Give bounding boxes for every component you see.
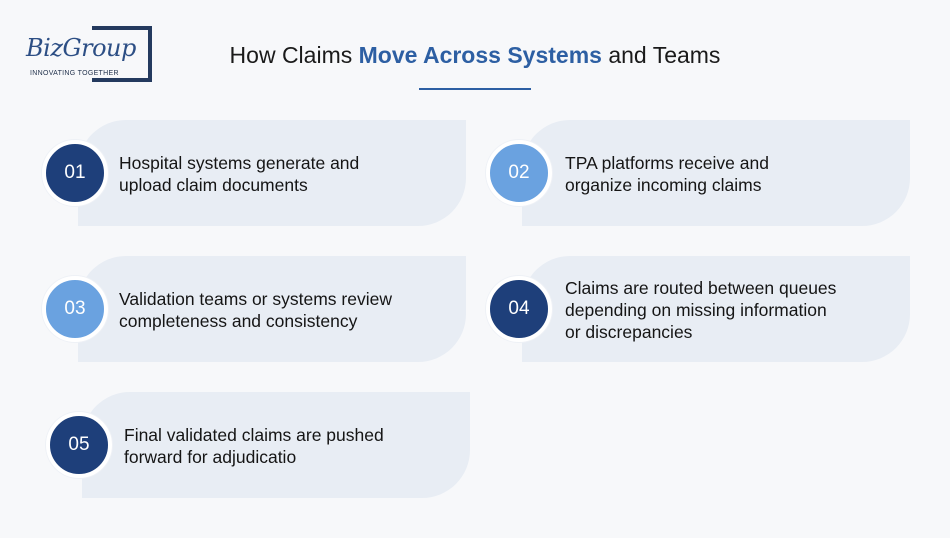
step-number-badge: 01 — [42, 140, 108, 206]
step-text-line: depending on missing information — [565, 300, 827, 320]
step-number-badge: 05 — [46, 412, 112, 478]
title-underline — [419, 88, 531, 90]
title-prefix: How Claims — [229, 42, 359, 68]
step-card-03 — [78, 256, 466, 362]
step-card-04 — [522, 256, 910, 362]
step-text-line: or discrepancies — [565, 322, 693, 342]
step-text: Claims are routed between queues dependi… — [565, 277, 836, 343]
step-text-line: TPA platforms receive and — [565, 153, 769, 173]
step-text-line: organize incoming claims — [565, 175, 762, 195]
step-text-line: Validation teams or systems review — [119, 289, 392, 309]
step-card-05 — [82, 392, 470, 498]
step-text-line: Claims are routed between queues — [565, 278, 837, 298]
logo-tagline: INNOVATING TOGETHER — [30, 70, 121, 77]
step-card-02 — [522, 120, 910, 226]
step-text-line: completeness and consistency — [119, 311, 358, 331]
logo-frame — [92, 26, 152, 82]
step-number-badge: 02 — [486, 140, 552, 206]
step-text: TPA platforms receive and organize incom… — [565, 152, 769, 196]
step-number-badge: 04 — [486, 276, 552, 342]
step-text-line: Final validated claims are pushed — [124, 425, 384, 445]
step-card-01 — [78, 120, 466, 226]
step-text: Final validated claims are pushed forwar… — [124, 424, 384, 468]
page-title: How Claims Move Across Systems and Teams — [0, 42, 950, 69]
logo-name: BizGroup — [26, 34, 138, 62]
step-text: Validation teams or systems review compl… — [119, 288, 392, 332]
step-text-line: Hospital systems generate and — [119, 153, 360, 173]
step-text-line: forward for adjudicatio — [124, 447, 297, 467]
step-text: Hospital systems generate and upload cla… — [119, 152, 359, 196]
step-text-line: upload claim documents — [119, 175, 308, 195]
title-suffix: and Teams — [601, 42, 721, 68]
bizgroup-logo: BizGroup INNOVATING TOGETHER — [22, 22, 158, 84]
title-accent: Move Across Systems — [358, 42, 602, 68]
step-number-badge: 03 — [42, 276, 108, 342]
